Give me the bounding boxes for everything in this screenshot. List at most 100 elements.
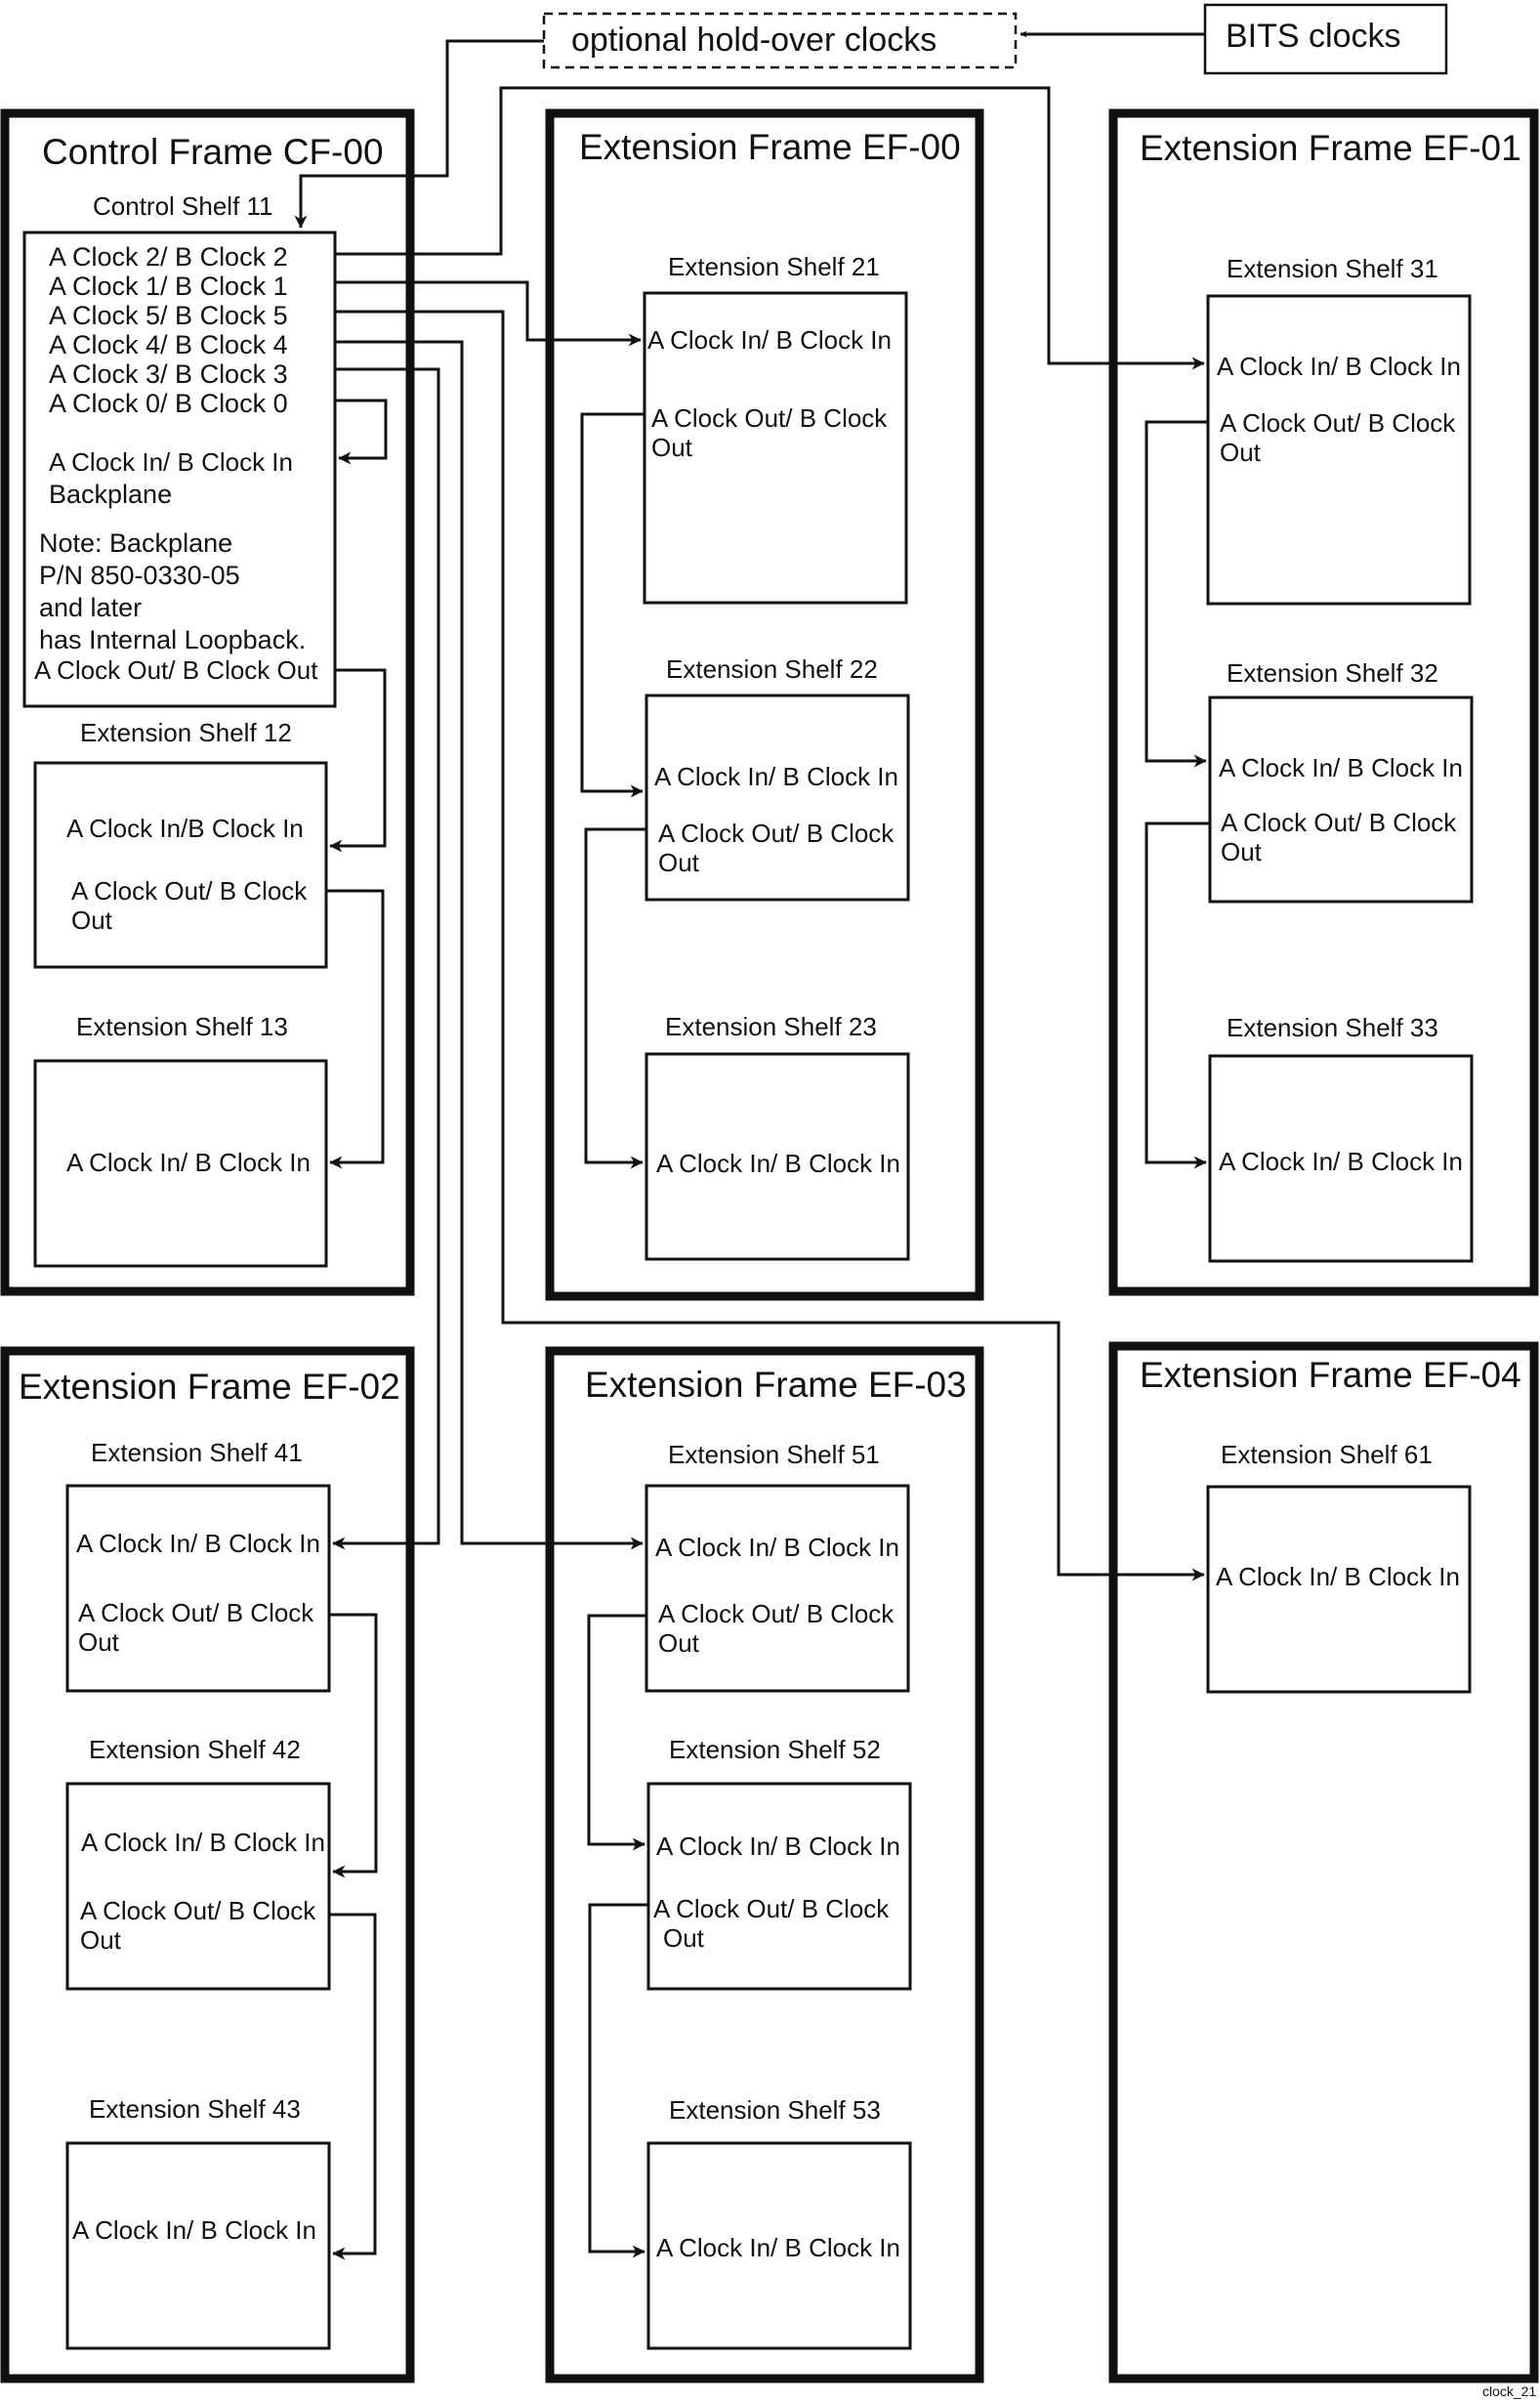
shelf-title-21: Extension Shelf 21 [668, 252, 880, 281]
wire-clock2-to-shelf31 [335, 86, 1205, 370]
wire-clock3-to-shelf41 [332, 367, 440, 1550]
holdover-clocks-label: optional hold-over clocks [571, 21, 936, 59]
shelf61-clock-in: A Clock In/ B Clock In [1216, 1562, 1460, 1591]
wire-shelf21-to-shelf22 [580, 412, 645, 798]
port-clock-1: A Clock 1/ B Clock 1 [49, 272, 288, 301]
extension-shelf-52 [646, 1782, 912, 1991]
shelf53-clock-in: A Clock In/ B Clock In [656, 2233, 900, 2262]
extension-frame-ef02 [0, 1346, 415, 2383]
shelf-title-22: Extension Shelf 22 [666, 654, 878, 684]
wire-shelf31-to-shelf32 [1145, 420, 1208, 768]
extension-shelf-43 [65, 2141, 331, 2350]
shelf41-clock-in: A Clock In/ B Clock In [76, 1529, 320, 1558]
shelf11-clock-in: A Clock In/ B Clock In [49, 447, 293, 477]
shelf21-clock-out: A Clock Out/ B Clock [651, 403, 888, 433]
shelf42-clock-in: A Clock In/ B Clock In [81, 1828, 325, 1857]
frame-title-ef00: Extension Frame EF-00 [579, 127, 961, 167]
frame-title-ef03: Extension Frame EF-03 [585, 1365, 967, 1405]
control-shelf-11 [22, 231, 337, 708]
shelf11-note-line3: and later [39, 593, 142, 622]
shelf13-clock-in: A Clock In/ B Clock In [66, 1148, 311, 1177]
shelf31-clock-in: A Clock In/ B Clock In [1217, 352, 1461, 381]
shelf32-clock-out: A Clock Out/ B Clock [1221, 808, 1457, 837]
frame-title-ef02: Extension Frame EF-02 [19, 1367, 400, 1407]
port-clock-2: A Clock 2/ B Clock 2 [49, 242, 288, 272]
shelf32-clock-in: A Clock In/ B Clock In [1219, 753, 1463, 782]
port-clock-0: A Clock 0/ B Clock 0 [49, 389, 288, 418]
shelf52-clock-in: A Clock In/ B Clock In [656, 1832, 900, 1861]
wire-shelf41-to-shelf42 [329, 1613, 378, 1878]
extension-shelf-21 [643, 291, 908, 605]
frame-title-ef01: Extension Frame EF-01 [1140, 128, 1521, 168]
shelf-title-42: Extension Shelf 42 [89, 1735, 301, 1764]
bits-clocks-label: BITS clocks [1226, 18, 1400, 55]
shelf41-clock-out-2: Out [78, 1627, 120, 1657]
wire-clock5-to-shelf61 [335, 310, 1205, 1581]
extension-shelf-61 [1206, 1485, 1472, 1694]
shelf11-note-line2: P/N 850-0330-05 [39, 561, 240, 590]
extension-shelf-51 [645, 1484, 910, 1693]
holdover-clocks-box: optional hold-over clocks [542, 12, 1018, 69]
extension-shelf-32 [1208, 695, 1474, 904]
shelf23-clock-in: A Clock In/ B Clock In [656, 1149, 900, 1178]
wire-shelf52-to-shelf53 [588, 1903, 648, 2258]
shelf41-clock-out: A Clock Out/ B Clock [78, 1598, 314, 1627]
extension-shelf-31 [1206, 294, 1472, 606]
wire-shelf22-to-shelf23 [584, 827, 646, 1169]
shelf22-clock-out-2: Out [658, 848, 700, 877]
shelf-title-23: Extension Shelf 23 [665, 1012, 877, 1041]
wire-shelf51-to-shelf52 [587, 1614, 646, 1851]
extension-shelf-23 [645, 1052, 910, 1261]
port-clock-4: A Clock 4/ B Clock 4 [49, 330, 288, 359]
shelf42-clock-out: A Clock Out/ B Clock [80, 1896, 316, 1925]
shelf52-clock-out-2: Out [663, 1923, 705, 1953]
port-clock-5: A Clock 5/ B Clock 5 [49, 301, 288, 330]
figure-id: clock_21 [1482, 2383, 1536, 2399]
shelf-title-43: Extension Shelf 43 [89, 2094, 301, 2124]
extension-shelf-22 [645, 694, 910, 902]
extension-frame-ef00 [545, 108, 984, 1301]
shelf-title-13: Extension Shelf 13 [76, 1012, 288, 1041]
bits-clocks-box: BITS clocks [1203, 3, 1448, 75]
shelf21-clock-in: A Clock In/ B Clock In [647, 325, 892, 355]
shelf11-note-line4: has Internal Loopback. [39, 625, 306, 654]
wire-clock1-to-shelf21 [335, 280, 642, 347]
shelf11-clock-out: A Clock Out/ B Clock Out [34, 655, 318, 685]
wire-holdover-to-shelf11 [294, 39, 544, 229]
wire-shelf11-to-shelf12 [329, 668, 387, 853]
frame-title-cf00: Control Frame CF-00 [42, 132, 384, 172]
shelf22-clock-out: A Clock Out/ B Clock [658, 819, 895, 848]
shelf32-clock-out-2: Out [1221, 837, 1263, 866]
extension-frame-ef04 [1108, 1341, 1539, 2383]
shelf21-clock-out-2: Out [651, 433, 693, 462]
wire-shelf12-to-shelf13 [326, 889, 385, 1169]
wire-clock0-loopback [335, 399, 388, 465]
extension-shelf-42 [65, 1782, 331, 1991]
shelf31-clock-out-2: Out [1220, 438, 1262, 467]
shelf12-clock-out: A Clock Out/ B Clock [71, 876, 308, 906]
extension-shelf-13 [33, 1059, 328, 1268]
shelf12-clock-in: A Clock In/B Clock In [66, 814, 304, 843]
shelf-title-12: Extension Shelf 12 [80, 718, 292, 747]
extension-frame-ef01 [1108, 108, 1539, 1296]
shelf52-clock-out: A Clock Out/ B Clock [653, 1894, 890, 1923]
shelf-title-51: Extension Shelf 51 [668, 1440, 880, 1469]
wire-shelf32-to-shelf33 [1145, 822, 1210, 1169]
shelf22-clock-in: A Clock In/ B Clock In [654, 762, 898, 791]
shelf12-clock-out-2: Out [71, 906, 113, 935]
shelf-title-11: Control Shelf 11 [93, 191, 273, 221]
shelf-title-52: Extension Shelf 52 [669, 1735, 881, 1764]
shelf-title-32: Extension Shelf 32 [1227, 658, 1438, 688]
shelf-title-53: Extension Shelf 53 [669, 2095, 881, 2125]
extension-frame-ef03 [545, 1346, 984, 2383]
port-clock-3: A Clock 3/ B Clock 3 [49, 359, 288, 389]
shelf-title-41: Extension Shelf 41 [91, 1438, 303, 1467]
extension-shelf-53 [646, 2141, 912, 2350]
control-frame-cf00 [0, 108, 415, 1296]
frame-title-ef04: Extension Frame EF-04 [1140, 1355, 1521, 1395]
shelf43-clock-in: A Clock In/ B Clock In [72, 2215, 316, 2245]
shelf-title-61: Extension Shelf 61 [1221, 1440, 1433, 1469]
wire-clock4-to-shelf51 [335, 340, 644, 1550]
shelf51-clock-out-2: Out [658, 1628, 700, 1658]
